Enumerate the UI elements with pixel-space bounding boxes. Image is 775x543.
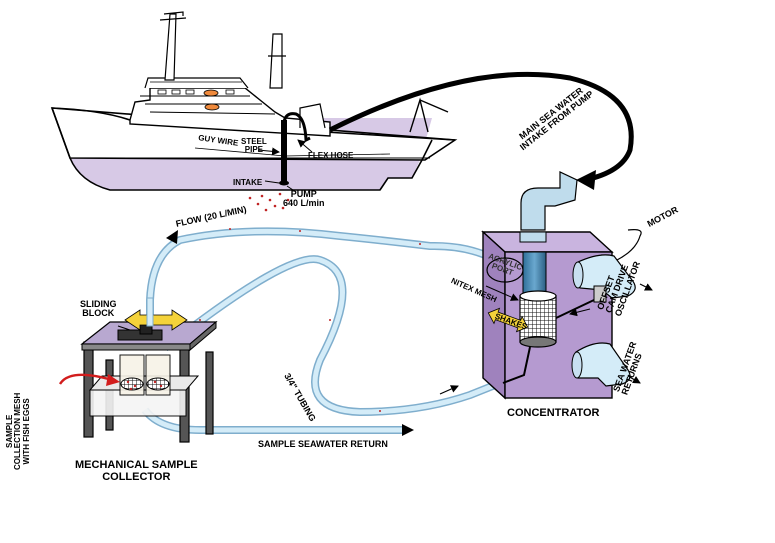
sliding-block-label: SLIDING BLOCK <box>80 299 117 319</box>
pump-label-line2: 640 L/min <box>283 198 325 209</box>
mechanical-sample-collector <box>58 297 218 443</box>
motor-tube <box>577 254 636 299</box>
nitex-mesh-cylinder <box>519 295 557 343</box>
pump-label: PUMP 640 L/min <box>283 189 325 209</box>
collector-label-line2: COLLECTOR <box>102 470 171 483</box>
ship <box>50 11 458 212</box>
sample-return-label: SAMPLE SEAWATER RETURN <box>258 439 388 449</box>
flex-hose <box>282 112 311 143</box>
sample-mesh-pointer <box>58 373 113 385</box>
ship-superstructure <box>129 87 331 137</box>
intake-elbow <box>520 171 578 231</box>
sliding-block-arrow <box>124 309 188 331</box>
tubing-system <box>141 227 502 436</box>
sample-mesh-label-line3: WITH FISH EGGS <box>21 398 31 465</box>
acrylic-port <box>486 257 524 283</box>
steel-pipe <box>281 120 287 182</box>
intake-cylinder <box>522 251 547 298</box>
shakes-arrow <box>487 307 529 333</box>
guy-wire <box>194 147 286 157</box>
intake-label: INTAKE <box>233 178 263 187</box>
fish-eggs-intake <box>248 192 290 212</box>
sample-mesh-label: SAMPLE COLLECTION MESH WITH FISH EGGS <box>5 393 31 470</box>
sliding-block-label-line1: SLIDING <box>80 299 117 309</box>
collector-label: MECHANICAL SAMPLE COLLECTOR <box>75 459 198 483</box>
concentrator <box>481 171 653 400</box>
steel-pipe-label: STEEL PIPE <box>241 137 267 155</box>
porthole-1 <box>203 89 219 97</box>
ship-mast <box>159 11 286 89</box>
sliding-block-label-line2: BLOCK <box>82 308 115 319</box>
sea-water-return-tube <box>575 342 631 387</box>
pump-label-line1: PUMP <box>290 189 317 199</box>
main-intake-arrow <box>328 71 634 183</box>
porthole-2 <box>204 103 220 111</box>
steel-pipe-label-line1: STEEL <box>241 137 267 146</box>
collector-label-line1: MECHANICAL SAMPLE <box>75 459 198 471</box>
steel-pipe-label-line2: PIPE <box>244 145 263 155</box>
flex-hose-label: FLEX HOSE <box>308 151 354 160</box>
concentrator-label: CONCENTRATOR <box>507 407 600 419</box>
